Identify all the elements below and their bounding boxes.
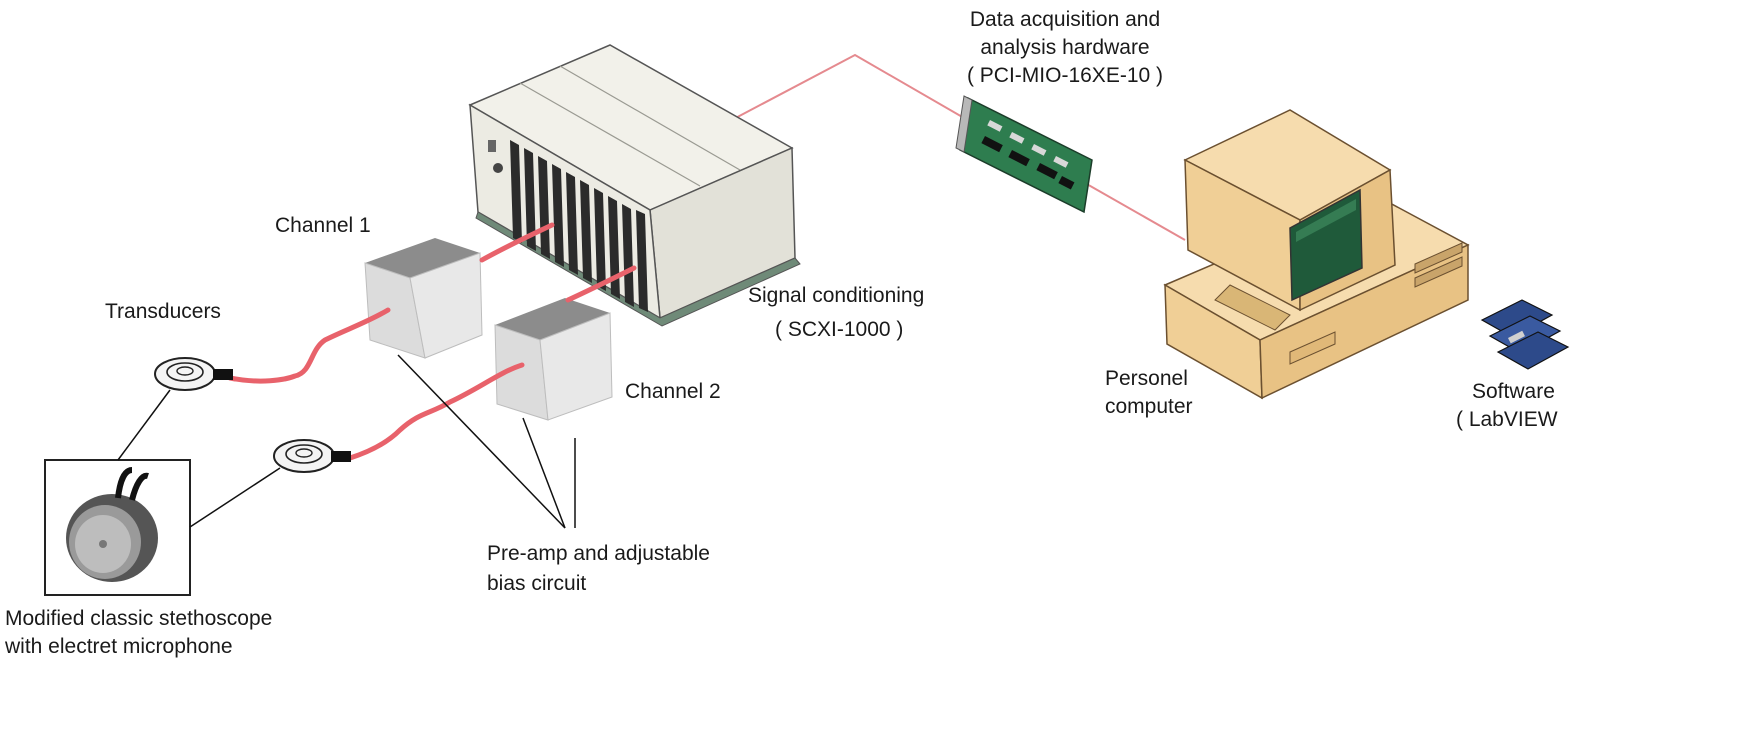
channel1-box (364, 238, 483, 359)
pc-label-line1: Personel (1105, 367, 1188, 390)
stethoscope-label-line1: Modified classic stethoscope (5, 607, 273, 630)
chassis-slots (510, 140, 648, 312)
analog-cables (227, 222, 637, 461)
daq-board (955, 95, 1093, 214)
software-label-line2: ( LabVIEW (1456, 408, 1558, 431)
cable-ch1-to-chassis (479, 222, 555, 263)
leader-lines (117, 354, 576, 529)
channel1-label: Channel 1 (275, 214, 371, 237)
cable-daq-to-pc (1084, 182, 1186, 241)
scxi-chassis (468, 44, 801, 327)
transducer-2 (273, 439, 351, 473)
cable-ch2-to-chassis (565, 265, 637, 303)
preamp-label-line1: Pre-amp and adjustable (487, 542, 710, 565)
software-label-line1: Software (1472, 380, 1555, 403)
preamp-label-line2: bias circuit (487, 572, 587, 595)
scxi-model-label: ( SCXI-1000 ) (775, 318, 904, 341)
pc-label-line2: computer (1105, 395, 1193, 418)
channel2-label: Channel 2 (625, 380, 721, 403)
cable-transducer1-to-ch1 (227, 307, 391, 384)
cable-transducer2-to-ch2 (347, 362, 525, 461)
personal-computer (1163, 109, 1470, 400)
monitor-screen (1289, 188, 1363, 302)
daq-title-line2: analysis hardware (980, 36, 1150, 59)
stethoscope-photo (44, 459, 191, 596)
daq-model: ( PCI-MIO-16XE-10 ) (966, 64, 1164, 87)
stethoscope-label-line2: with electret microphone (5, 635, 233, 658)
signal-conditioning-label: Signal conditioning (748, 284, 925, 307)
channel2-box (494, 298, 613, 421)
software-disks-icon (1480, 299, 1570, 370)
daq-title-line1: Data acquisition and (969, 8, 1161, 31)
transducers-label: Transducers (105, 300, 221, 323)
transducer-1 (154, 357, 233, 391)
